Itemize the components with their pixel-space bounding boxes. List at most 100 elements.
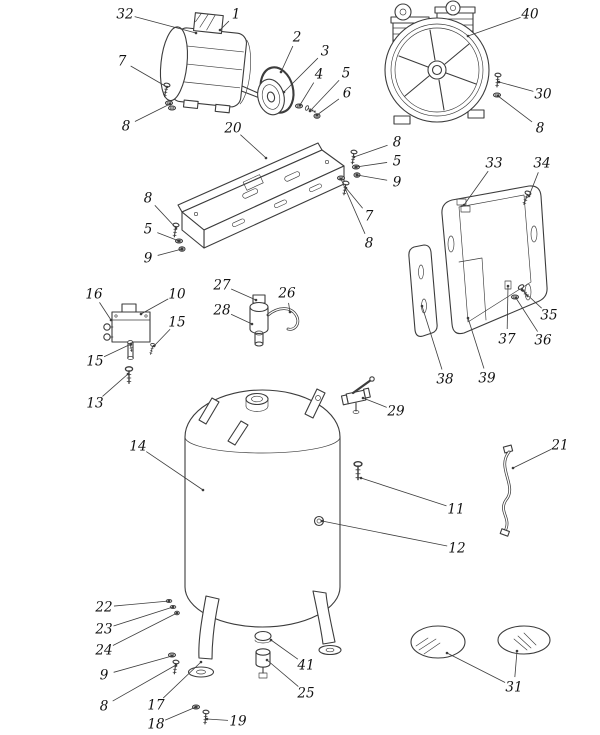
leader-dot-16 (109, 318, 113, 322)
leader-dot-28 (250, 322, 254, 326)
leader-dot-19 (205, 717, 209, 721)
leader-line-40 (467, 16, 521, 37)
part-label-16-23: 16 (85, 287, 103, 303)
leader-dot-1 (218, 28, 222, 32)
part-label-34-17: 34 (533, 156, 550, 172)
tank-legs-drawing (187, 590, 342, 678)
pump-flywheel-drawing (384, 0, 490, 125)
part-label-12-40: 12 (448, 541, 465, 557)
ball-valve-drawing (340, 376, 375, 414)
part-label-26-26: 26 (277, 286, 296, 302)
leader-line-14 (146, 451, 204, 491)
part-label-8-20: 8 (144, 191, 153, 207)
leader-dot-25 (265, 658, 269, 662)
part-label-13-33: 13 (86, 396, 103, 412)
washer-8-motor-2 (167, 105, 177, 111)
leader-dot-8 (168, 102, 172, 106)
leader-dot-5 (177, 239, 181, 243)
leader-line-4 (299, 82, 315, 106)
valve-top-nut (252, 294, 266, 304)
part-label-15-28: 15 (168, 315, 185, 331)
leader-line-19 (206, 718, 229, 721)
leader-dot-7 (165, 85, 169, 89)
leader-dot-38 (420, 304, 424, 308)
part-label-7-7: 7 (118, 54, 127, 70)
leader-dot-17 (199, 660, 203, 664)
motor-drawing (159, 12, 264, 114)
leader-line-38 (421, 305, 443, 370)
leader-dot-15 (129, 342, 133, 346)
valve-handle (351, 378, 373, 395)
pulley (257, 78, 285, 116)
pressure-switch-drawing (103, 303, 151, 360)
screw-15-right (147, 342, 157, 356)
leader-line-23 (113, 606, 174, 627)
leader-dot-32 (194, 31, 198, 35)
leader-line-22 (113, 600, 170, 607)
part-label-30-10: 30 (534, 87, 552, 103)
leader-dot-9 (180, 247, 184, 251)
leader-line-3 (283, 57, 319, 93)
leader-line-34 (528, 172, 539, 197)
leader-dot-8 (174, 663, 178, 667)
leader-line-11 (360, 477, 447, 507)
part-label-19-48: 19 (229, 714, 247, 730)
part-label-27-25: 27 (212, 278, 231, 294)
left-foot (187, 666, 215, 678)
leader-line-12 (321, 520, 448, 547)
leader-line-8 (353, 144, 388, 158)
leader-line-32 (134, 16, 197, 34)
leader-line-20 (240, 134, 267, 159)
part-label-15-29: 15 (86, 354, 103, 370)
part-label-28-27: 28 (212, 303, 231, 319)
belt-pulley-drawing (257, 66, 295, 116)
leader-line-10 (140, 298, 169, 315)
leader-dot-18 (194, 705, 198, 709)
part-label-1-1: 1 (232, 7, 241, 23)
right-leg (312, 590, 336, 645)
leader-dot-5 (308, 109, 312, 113)
leader-line-16 (99, 302, 112, 321)
left-leg (198, 595, 220, 660)
clamp-ring-left (410, 625, 466, 659)
leader-dot-31 (445, 651, 449, 655)
part-label-8-8: 8 (122, 119, 131, 135)
leader-line-8 (154, 205, 177, 229)
bolt-30 (493, 72, 502, 88)
tank-bracket-mid (227, 420, 249, 446)
part-label-9-44: 9 (100, 668, 109, 684)
tank-shell (184, 389, 341, 628)
part-label-10-24: 10 (168, 287, 186, 303)
leader-dot-35 (520, 288, 524, 292)
leader-line-8 (497, 95, 533, 123)
part-label-18-47: 18 (147, 717, 165, 733)
leader-line-35 (521, 289, 542, 309)
part-label-25-50: 25 (296, 686, 314, 702)
part-label-39-35: 39 (478, 371, 496, 387)
leader-line-36 (515, 297, 538, 332)
leader-line-5 (355, 162, 388, 168)
part-label-37-32: 37 (498, 332, 516, 348)
part-label-17-46: 17 (147, 698, 165, 714)
part-label-7-18: 7 (365, 209, 374, 225)
leader-line-41 (270, 639, 299, 660)
part-label-9-22: 9 (144, 251, 153, 267)
part-label-9-15: 9 (393, 175, 402, 191)
leader-dot-33 (462, 203, 466, 207)
hose-drawing (499, 444, 514, 537)
part-label-8-45: 8 (100, 699, 109, 715)
drain-valve-drawing (254, 630, 272, 679)
back-panel-drawing (408, 244, 438, 337)
leader-dot-26 (288, 310, 292, 314)
terminal-box (192, 12, 224, 35)
part-label-33-16: 33 (485, 156, 502, 172)
part-label-40-9: 40 (520, 7, 539, 23)
part-label-36-31: 36 (534, 333, 552, 349)
leader-dot-41 (269, 638, 273, 642)
leader-dot-14 (201, 488, 205, 492)
leader-dot-27 (254, 298, 258, 302)
leader-dot-13 (126, 372, 130, 376)
tank-top-port (245, 392, 269, 406)
part-label-21-38: 21 (550, 438, 568, 454)
leader-line-39 (467, 317, 485, 369)
